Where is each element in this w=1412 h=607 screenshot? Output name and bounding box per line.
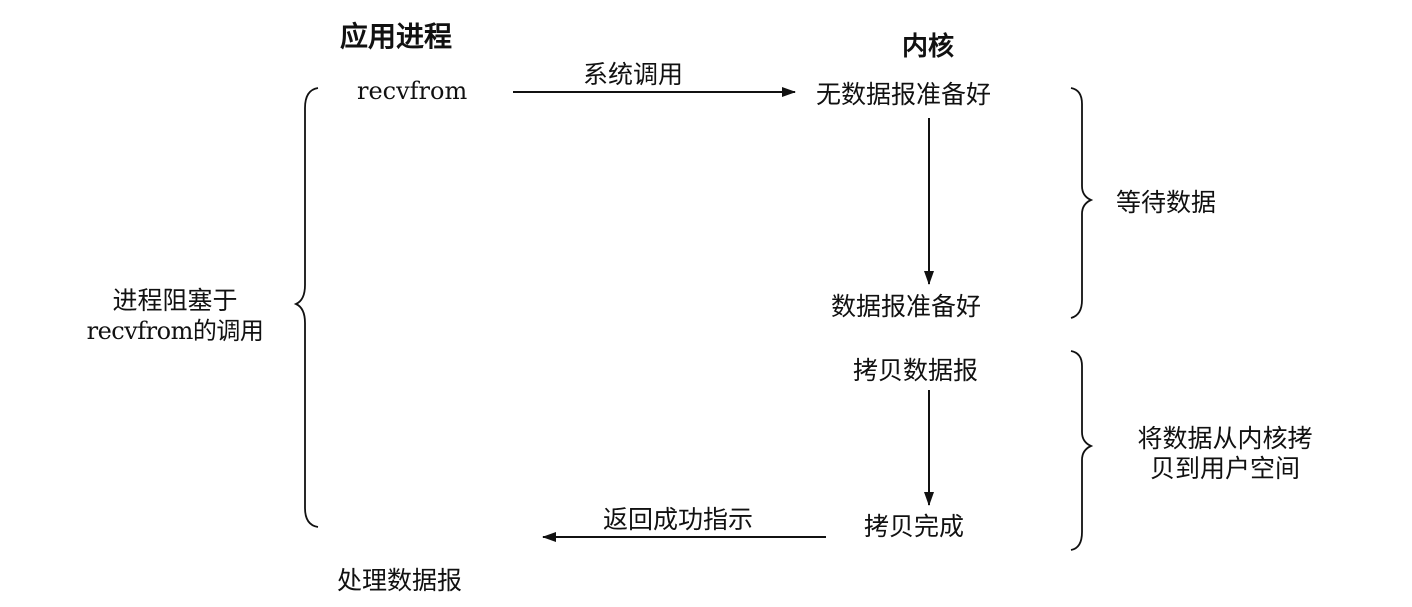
copy-complete-label: 拷贝完成 — [864, 512, 965, 541]
copy-data-label-line2: 贝到用户空间 — [1149, 454, 1300, 483]
blocked-label: 进程阻塞于 recvfrom的调用 — [70, 286, 280, 346]
no-datagram-ready-label: 无数据报准备好 — [816, 80, 992, 109]
blocked-label-line1: 进程阻塞于 — [112, 286, 238, 315]
kernel-header: 内核 — [902, 32, 955, 62]
system-call-label: 系统调用 — [583, 60, 684, 89]
recvfrom-label: recvfrom — [357, 77, 468, 105]
blocked-brace — [293, 87, 319, 528]
copy-datagram-label: 拷贝数据报 — [853, 356, 979, 385]
copy-data-label: 将数据从内核拷 贝到用户空间 — [1110, 424, 1340, 484]
return-success-label: 返回成功指示 — [603, 505, 754, 534]
app-process-header: 应用进程 — [340, 20, 453, 53]
datagram-ready-label: 数据报准备好 — [831, 292, 982, 321]
blocked-label-line2: recvfrom的调用 — [86, 317, 264, 345]
process-datagram-label: 处理数据报 — [337, 566, 463, 595]
wait-for-data-brace — [1070, 87, 1094, 319]
wait-for-data-label: 等待数据 — [1116, 188, 1217, 217]
copy-data-brace — [1070, 350, 1094, 551]
copy-data-label-line1: 将数据从内核拷 — [1137, 424, 1313, 453]
